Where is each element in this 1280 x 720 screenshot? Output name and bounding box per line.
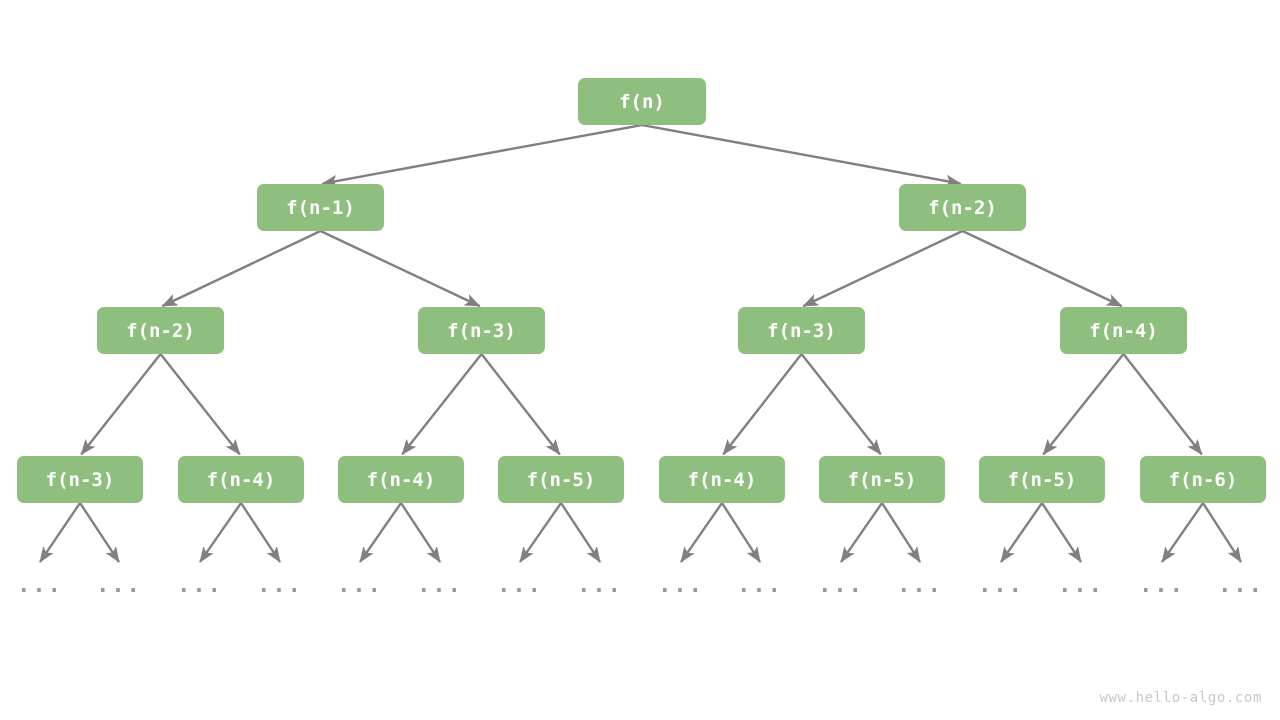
tree-node-box: [1140, 456, 1266, 503]
tree-edge: [80, 353, 162, 456]
tree-edge-to-ellipsis: [720, 502, 762, 563]
tree-edge: [321, 123, 643, 188]
tree-node[interactable]: f(n-4): [1060, 307, 1187, 354]
ellipsis-marker: ...: [417, 573, 463, 598]
tree-node-box: [1060, 307, 1187, 354]
tree-node-box: [257, 184, 384, 231]
tree-edge-to-ellipsis: [359, 502, 402, 563]
tree-node-box: [738, 307, 865, 354]
tree-node-box: [979, 456, 1105, 503]
ellipsis-marker: ...: [897, 573, 943, 598]
tree-node-label: f(n-2): [928, 197, 997, 219]
tree-node-box: [578, 78, 706, 125]
tree-edge-to-ellipsis: [399, 502, 442, 563]
tree-edge: [319, 229, 481, 308]
tree-node-box: [498, 456, 624, 503]
tree-node[interactable]: f(n-2): [899, 184, 1026, 231]
tree-node-box: [899, 184, 1026, 231]
tree-node-label: f(n-2): [126, 320, 195, 342]
tree-edge: [800, 353, 882, 456]
tree-edge-to-ellipsis: [519, 502, 562, 563]
tree-edge: [159, 353, 241, 456]
tree-node-label: f(n-3): [447, 320, 516, 342]
tree-node[interactable]: f(n): [578, 78, 706, 125]
tree-node[interactable]: f(n-1): [257, 184, 384, 231]
tree-node[interactable]: f(n-4): [659, 456, 785, 503]
tree-node-box: [659, 456, 785, 503]
tree-node[interactable]: f(n-2): [97, 307, 224, 354]
tree-edge-to-ellipsis: [680, 502, 723, 563]
tree-node-label: f(n-1): [286, 197, 355, 219]
tree-node-label: f(n): [619, 91, 665, 113]
tree-node-label: f(n-4): [688, 469, 757, 491]
nodes-layer: f(n) f(n-1) f(n-2) f(n-2) f(n-3) f(n-3) f(n-4)…: [17, 78, 1266, 503]
edges-layer: [80, 123, 1203, 456]
tree-edge-to-ellipsis: [199, 502, 242, 563]
ellipsis-marker: ...: [497, 573, 543, 598]
tree-node-label: f(n-3): [767, 320, 836, 342]
tree-edge: [401, 353, 483, 456]
tree-node-box: [17, 456, 143, 503]
tree-edge-to-ellipsis: [1040, 502, 1083, 563]
tree-edge-to-ellipsis: [559, 502, 602, 563]
tree-edge: [722, 353, 803, 456]
ellipsis-marker: ...: [658, 573, 704, 598]
ellipsis-layer: ........................................…: [17, 573, 1264, 598]
tree-node[interactable]: f(n-5): [498, 456, 624, 503]
tree-edge-to-ellipsis: [1161, 502, 1204, 563]
tree-edge-to-ellipsis: [239, 502, 282, 563]
tree-node[interactable]: f(n-5): [979, 456, 1105, 503]
tree-node-label: f(n-5): [848, 469, 917, 491]
ellipsis-marker: ...: [177, 573, 223, 598]
tree-node-label: f(n-5): [527, 469, 596, 491]
tree-node-label: f(n-3): [46, 469, 115, 491]
ellipsis-marker: ...: [257, 573, 303, 598]
ellipsis-marker: ...: [1139, 573, 1185, 598]
ellipsis-edges-layer: [39, 502, 1243, 563]
tree-node-label: f(n-5): [1008, 469, 1077, 491]
ellipsis-marker: ...: [1058, 573, 1104, 598]
ellipsis-marker: ...: [978, 573, 1024, 598]
tree-edge: [1042, 353, 1125, 456]
tree-node-label: f(n-4): [367, 469, 436, 491]
ellipsis-marker: ...: [17, 573, 63, 598]
tree-node-box: [338, 456, 464, 503]
tree-edge: [1122, 353, 1203, 456]
ellipsis-marker: ...: [577, 573, 623, 598]
tree-node[interactable]: f(n-6): [1140, 456, 1266, 503]
ellipsis-marker: ...: [737, 573, 783, 598]
tree-node[interactable]: f(n-4): [178, 456, 304, 503]
tree-edge: [802, 229, 964, 308]
tree-edge-to-ellipsis: [880, 502, 922, 563]
tree-node-label: f(n-4): [207, 469, 276, 491]
tree-node-box: [178, 456, 304, 503]
ellipsis-marker: ...: [818, 573, 864, 598]
tree-edge-to-ellipsis: [39, 502, 81, 563]
tree-edge: [641, 123, 962, 188]
tree-node-box: [418, 307, 545, 354]
watermark: www.hello-algo.com: [1099, 690, 1262, 706]
tree-node[interactable]: f(n-5): [819, 456, 945, 503]
tree-edge-to-ellipsis: [840, 502, 883, 563]
tree-edge: [161, 229, 322, 308]
tree-edge-to-ellipsis: [1201, 502, 1243, 563]
tree-node-label: f(n-6): [1169, 469, 1238, 491]
tree-node-box: [97, 307, 224, 354]
tree-node[interactable]: f(n-4): [338, 456, 464, 503]
tree-node[interactable]: f(n-3): [738, 307, 865, 354]
tree-edge-to-ellipsis: [78, 502, 121, 563]
ellipsis-marker: ...: [1218, 573, 1264, 598]
tree-edge: [961, 229, 1123, 308]
tree-edge: [480, 353, 561, 456]
tree-node[interactable]: f(n-3): [17, 456, 143, 503]
tree-node[interactable]: f(n-3): [418, 307, 545, 354]
tree-node-label: f(n-4): [1089, 320, 1158, 342]
tree-edge-to-ellipsis: [1000, 502, 1043, 563]
ellipsis-marker: ...: [96, 573, 142, 598]
ellipsis-marker: ...: [337, 573, 383, 598]
tree-node-box: [819, 456, 945, 503]
